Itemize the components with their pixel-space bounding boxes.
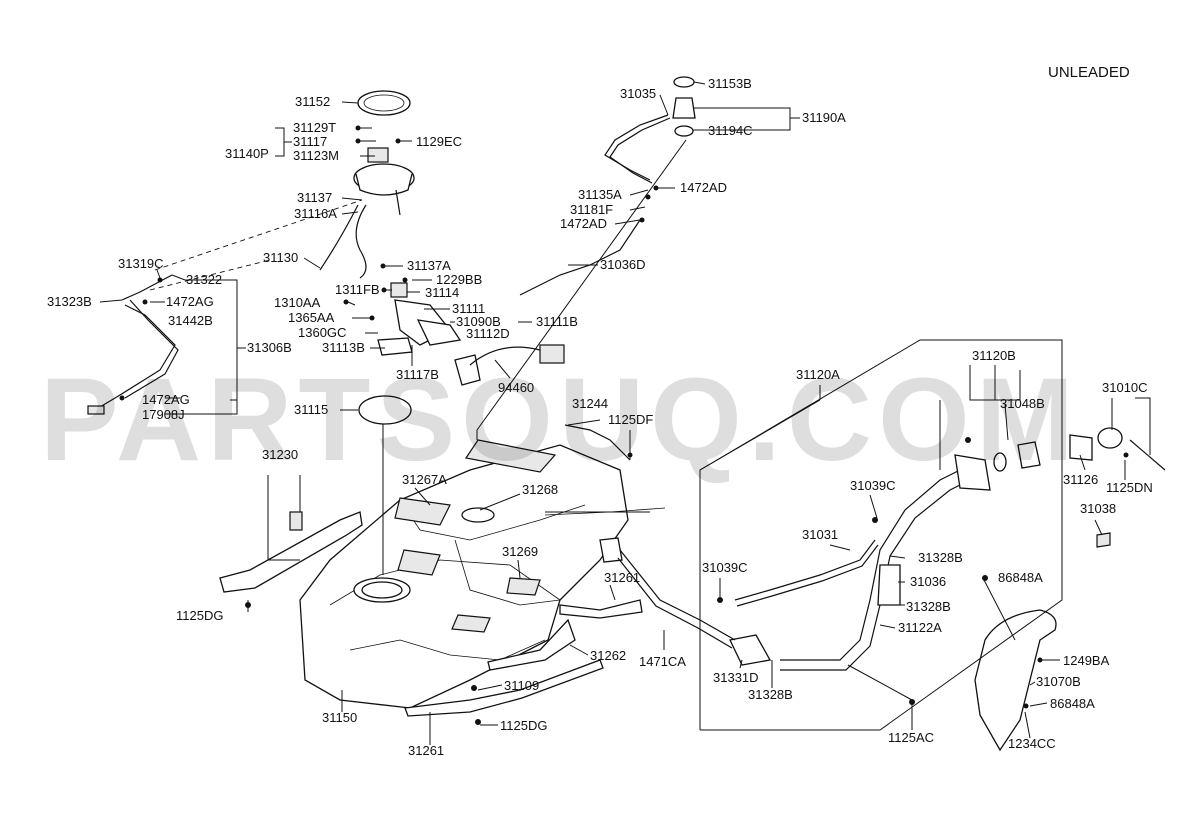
label-1471CA[interactable]: 1471CA xyxy=(639,654,686,669)
label-31306B[interactable]: 31306B xyxy=(247,340,292,355)
label-31181F[interactable]: 31181F xyxy=(570,202,613,217)
label-31070B[interactable]: 31070B xyxy=(1036,674,1081,689)
label-17908J[interactable]: 17908J xyxy=(142,407,185,422)
watermark-text: PARTSOUQ.COM xyxy=(40,354,1080,486)
label-1360GC[interactable]: 1360GC xyxy=(298,325,346,340)
label-31039C-a[interactable]: 31039C xyxy=(850,478,896,493)
label-31230[interactable]: 31230 xyxy=(262,447,298,462)
label-31115[interactable]: 31115 xyxy=(294,402,328,417)
label-1125DF[interactable]: 1125DF xyxy=(608,412,653,427)
fuel-type-label: UNLEADED xyxy=(1048,64,1130,81)
label-1311FB[interactable]: 1311FB xyxy=(335,282,380,297)
fasteners xyxy=(119,125,1129,725)
label-31268[interactable]: 31268 xyxy=(522,482,558,497)
label-31137[interactable]: 31137 xyxy=(297,190,332,205)
label-31112D[interactable]: 31112D xyxy=(466,326,510,341)
filler-neck-illustration xyxy=(544,424,1166,671)
label-1472AD-a[interactable]: 1472AD xyxy=(680,180,727,195)
label-31194C[interactable]: 31194C xyxy=(708,123,753,138)
label-1229BB[interactable]: 1229BB xyxy=(436,272,482,287)
label-31150[interactable]: 31150 xyxy=(322,710,357,725)
label-86848A-a[interactable]: 86848A xyxy=(998,570,1043,585)
label-1125DG-a[interactable]: 1125DG xyxy=(176,608,223,623)
label-1365AA[interactable]: 1365AA xyxy=(288,310,335,325)
label-1234CC[interactable]: 1234CC xyxy=(1008,736,1056,751)
label-31111[interactable]: 31111 xyxy=(452,301,485,316)
label-31267A[interactable]: 31267A xyxy=(402,472,447,487)
label-31323B[interactable]: 31323B xyxy=(47,294,92,309)
vent-tube-illustration xyxy=(519,76,696,296)
label-31328B-a[interactable]: 31328B xyxy=(918,550,963,565)
label-1125DN[interactable]: 1125DN xyxy=(1106,480,1153,495)
label-31123M[interactable]: 31123M xyxy=(293,148,339,163)
label-31261-b[interactable]: 31261 xyxy=(408,743,444,758)
wheel-house-liner-illustration xyxy=(974,609,1057,752)
label-31137A[interactable]: 31137A xyxy=(407,258,451,273)
label-1472AG-a[interactable]: 1472AG xyxy=(166,294,214,309)
label-1472AD-b[interactable]: 1472AD xyxy=(560,216,607,231)
label-31010C[interactable]: 31010C xyxy=(1102,380,1148,395)
label-31111B[interactable]: 31111B xyxy=(536,314,578,329)
label-31090B[interactable]: 31090B xyxy=(456,314,501,329)
label-31328B-b[interactable]: 31328B xyxy=(906,599,951,614)
label-31322[interactable]: 31322 xyxy=(186,272,222,287)
label-31036D[interactable]: 31036D xyxy=(600,257,646,272)
label-31126[interactable]: 31126 xyxy=(1063,472,1098,487)
label-1310AA[interactable]: 1310AA xyxy=(274,295,321,310)
label-31120B[interactable]: 31120B xyxy=(972,348,1016,363)
label-31117[interactable]: 31117 xyxy=(293,134,327,149)
label-1125DG-b[interactable]: 1125DG xyxy=(500,718,547,733)
label-1472AG-b[interactable]: 1472AG xyxy=(142,392,190,407)
label-31048B[interactable]: 31048B xyxy=(1000,396,1045,411)
leader-lines xyxy=(99,81,1151,745)
label-31319C[interactable]: 31319C xyxy=(118,256,164,271)
label-31036[interactable]: 31036 xyxy=(910,574,946,589)
label-94460[interactable]: 94460 xyxy=(498,380,534,395)
label-31331D[interactable]: 31331D xyxy=(713,670,759,685)
label-31038[interactable]: 31038 xyxy=(1080,501,1116,516)
label-31117B[interactable]: 31117B xyxy=(396,367,439,382)
label-31262[interactable]: 31262 xyxy=(590,648,626,663)
label-1125AC[interactable]: 1125AC xyxy=(888,730,934,745)
label-31153B[interactable]: 31153B xyxy=(708,76,752,91)
label-31140P[interactable]: 31140P xyxy=(225,146,269,161)
label-31109[interactable]: 31109 xyxy=(504,678,539,693)
label-31328B-c[interactable]: 31328B xyxy=(748,687,793,702)
label-31261-a[interactable]: 31261 xyxy=(604,570,640,585)
label-31129T[interactable]: 31129T xyxy=(293,120,336,135)
label-31039C-b[interactable]: 31039C xyxy=(702,560,748,575)
label-86848A-b[interactable]: 86848A xyxy=(1050,696,1095,711)
tank-straps-illustration xyxy=(219,511,643,717)
label-1129EC[interactable]: 1129EC xyxy=(416,134,462,149)
label-31135A[interactable]: 31135A xyxy=(578,187,622,202)
label-31244[interactable]: 31244 xyxy=(572,396,608,411)
label-31035[interactable]: 31035 xyxy=(620,86,656,101)
label-31120A[interactable]: 31120A xyxy=(796,367,840,382)
gasket-ring-illustration xyxy=(358,395,412,425)
fuel-tank-illustration xyxy=(299,439,629,709)
label-31130[interactable]: 31130 xyxy=(263,250,298,265)
label-31152[interactable]: 31152 xyxy=(295,94,330,109)
label-31442B[interactable]: 31442B xyxy=(168,313,213,328)
label-31031[interactable]: 31031 xyxy=(802,527,838,542)
label-31113B[interactable]: 31113B xyxy=(322,340,365,355)
label-31122A[interactable]: 31122A xyxy=(898,620,942,635)
label-31269[interactable]: 31269 xyxy=(502,544,538,559)
label-1249BA[interactable]: 1249BA xyxy=(1063,653,1110,668)
label-31114[interactable]: 31114 xyxy=(425,285,459,300)
label-31190A[interactable]: 31190A xyxy=(802,110,846,125)
part-labels: 31153B 31035 31190A 31194C 31152 31129T … xyxy=(47,76,1153,758)
label-31116A[interactable]: 31116A xyxy=(294,206,337,221)
